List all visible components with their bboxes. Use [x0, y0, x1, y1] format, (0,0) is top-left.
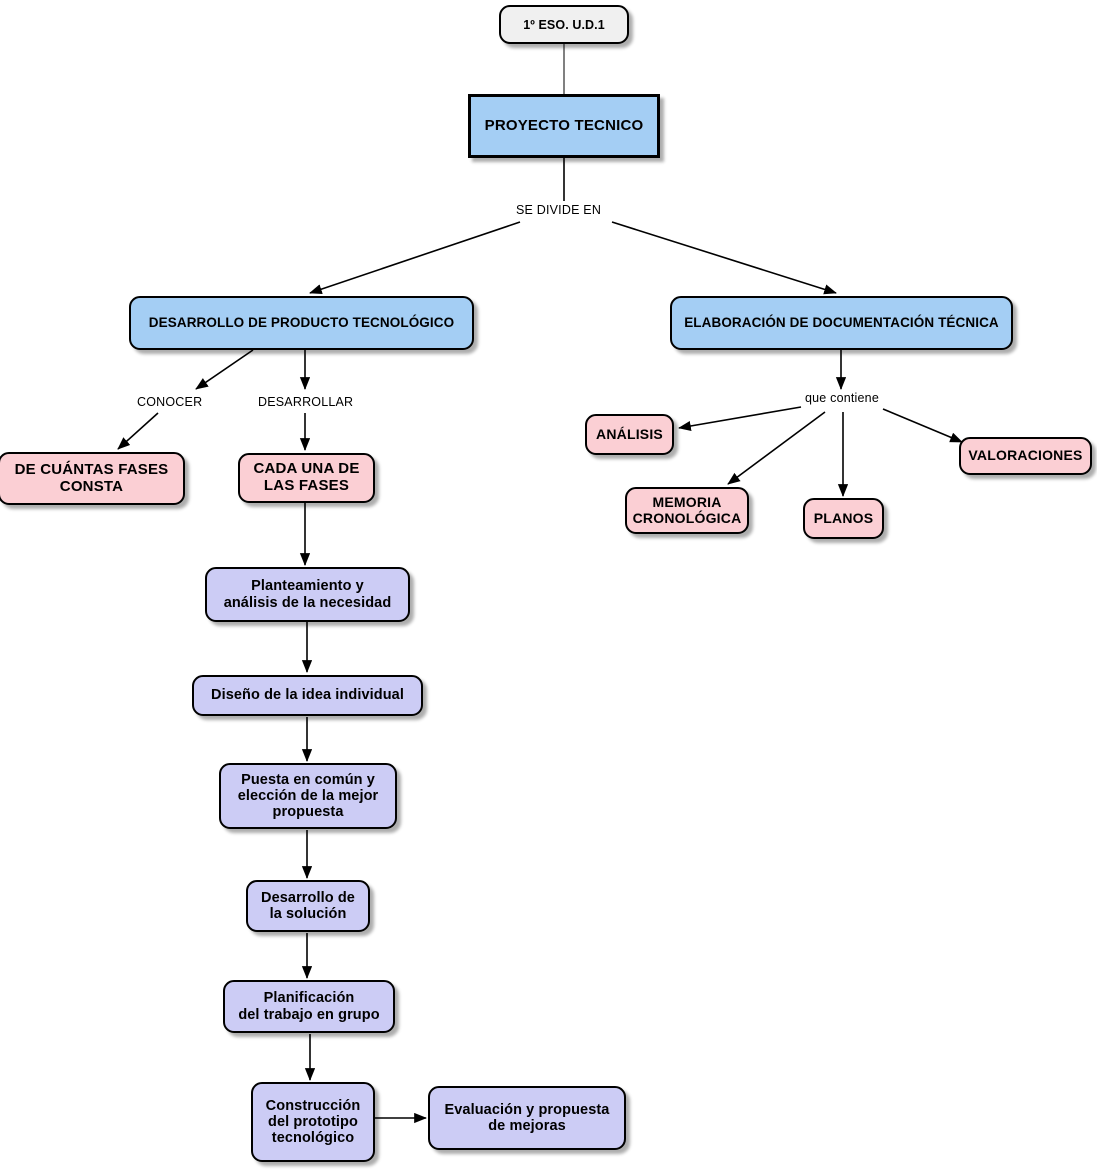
node-fase-planificacion-label: Planificación del trabajo en grupo [238, 990, 380, 1023]
node-fase-evaluacion-mejoras[interactable]: Evaluación y propuesta de mejoras [428, 1086, 626, 1150]
edge-desarrollo-to-conocer [195, 349, 254, 390]
edge-quecontiene-to-memoria [727, 411, 826, 485]
edge-quecontiene-to-analisis [678, 406, 802, 432]
node-fase-construccion-prototipo[interactable]: Construcción del prototipo tecnológico [251, 1082, 375, 1162]
node-fase-puesta-en-comun[interactable]: Puesta en común y elección de la mejor p… [219, 763, 397, 829]
node-analisis-label: ANÁLISIS [596, 425, 663, 442]
edge-divide-to-elaboracion [611, 221, 837, 295]
node-desarrollo-producto-tecnologico[interactable]: DESARROLLO DE PRODUCTO TECNOLÓGICO [129, 296, 474, 350]
edge-label-que-contiene: que contiene [802, 391, 882, 405]
edge-label-conocer: CONOCER [134, 395, 206, 409]
node-memoria-cronologica[interactable]: MEMORIA CRONOLÓGICA [625, 487, 749, 534]
node-valoraciones[interactable]: VALORACIONES [959, 437, 1092, 475]
edge-divide-to-desarrollo [309, 221, 521, 295]
edge-conocer-to-fases [117, 412, 159, 450]
node-fase-desarrollo-solucion-label: Desarrollo de la solución [261, 889, 355, 922]
node-fase-puesta-en-comun-label: Puesta en común y elección de la mejor p… [237, 771, 379, 821]
node-de-cuantas-fases-consta[interactable]: DE CUÁNTAS FASES CONSTA [0, 452, 185, 505]
node-cada-una-de-las-fases[interactable]: CADA UNA DE LAS FASES [238, 453, 375, 503]
node-fase-planteamiento[interactable]: Planteamiento y análisis de la necesidad [205, 567, 410, 622]
node-unit-header[interactable]: 1º ESO. U.D.1 [499, 5, 629, 44]
node-valoraciones-label: VALORACIONES [968, 447, 1083, 464]
node-fase-diseno-idea-label: Diseño de la idea individual [211, 687, 404, 704]
node-planos-label: PLANOS [813, 509, 874, 526]
node-proyecto-tecnico-label: PROYECTO TECNICO [484, 116, 644, 134]
node-cada-una-de-las-fases-label: CADA UNA DE LAS FASES [253, 460, 360, 494]
edge-label-desarrollar: DESARROLLAR [255, 395, 357, 409]
node-elaboracion-documentacion-tecnica-label: ELABORACIÓN DE DOCUMENTACIÓN TÉCNICA [684, 315, 999, 331]
node-fase-evaluacion-mejoras-label: Evaluación y propuesta de mejoras [444, 1101, 610, 1134]
node-de-cuantas-fases-consta-label: DE CUÁNTAS FASES CONSTA [14, 460, 169, 495]
node-planos[interactable]: PLANOS [803, 498, 884, 539]
node-fase-diseno-idea[interactable]: Diseño de la idea individual [192, 675, 423, 716]
edge-label-se-divide-en: SE DIVIDE EN [513, 203, 605, 217]
node-fase-desarrollo-solucion[interactable]: Desarrollo de la solución [246, 880, 370, 932]
node-memoria-cronologica-label: MEMORIA CRONOLÓGICA [632, 493, 742, 526]
edge-quecontiene-to-valoraciones [882, 408, 963, 443]
node-fase-construccion-prototipo-label: Construcción del prototipo tecnológico [265, 1097, 361, 1147]
node-analisis[interactable]: ANÁLISIS [585, 414, 674, 455]
node-elaboracion-documentacion-tecnica[interactable]: ELABORACIÓN DE DOCUMENTACIÓN TÉCNICA [670, 296, 1013, 350]
node-fase-planificacion[interactable]: Planificación del trabajo en grupo [223, 980, 395, 1033]
node-desarrollo-producto-tecnologico-label: DESARROLLO DE PRODUCTO TECNOLÓGICO [148, 315, 455, 331]
node-proyecto-tecnico[interactable]: PROYECTO TECNICO [468, 94, 660, 158]
node-fase-planteamiento-label: Planteamiento y análisis de la necesidad [223, 578, 392, 611]
node-unit-header-label: 1º ESO. U.D.1 [523, 17, 605, 32]
